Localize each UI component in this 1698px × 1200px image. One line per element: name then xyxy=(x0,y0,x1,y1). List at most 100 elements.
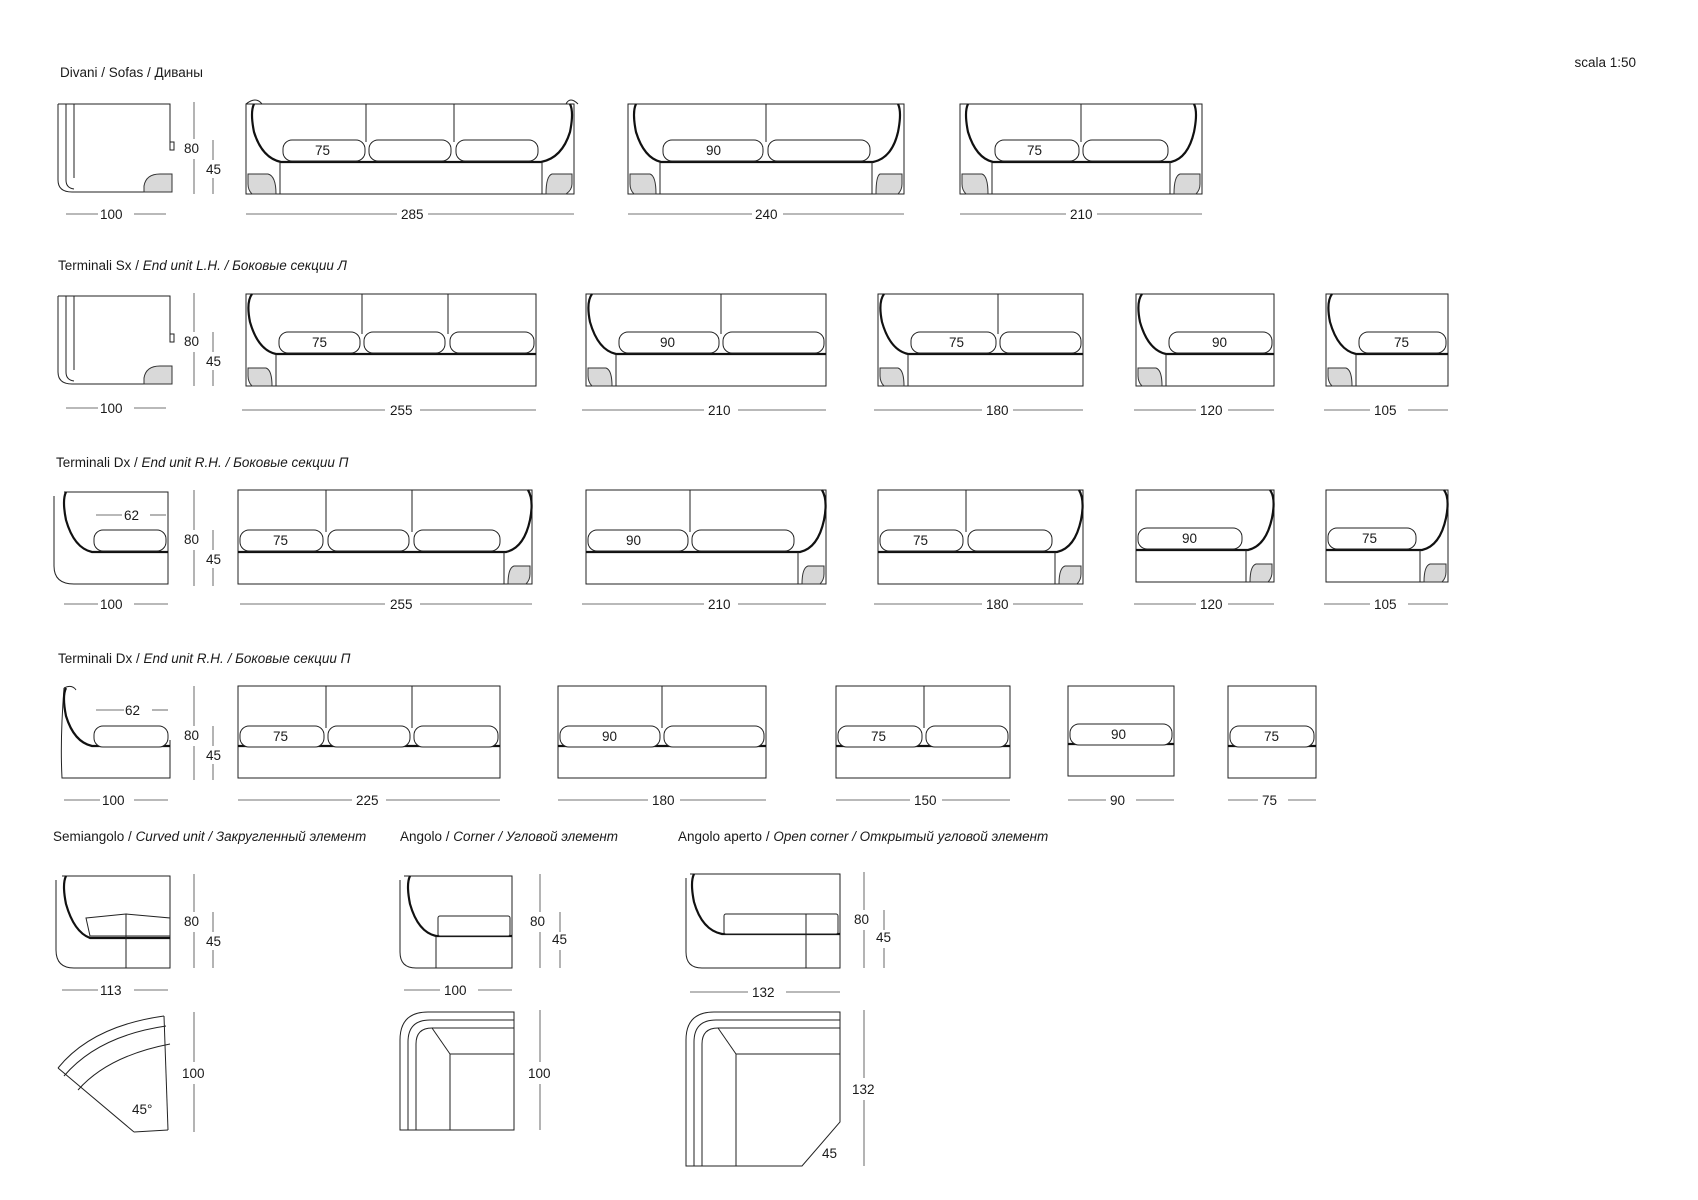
end-rh-180: 75 180 xyxy=(874,489,1084,612)
central-150: 75 150 xyxy=(835,685,1011,808)
dim-angle: 45° xyxy=(132,1102,152,1117)
cushion-label: 75 xyxy=(1264,729,1279,744)
dim-height: 80 xyxy=(184,728,199,743)
curved-unit-plan: 45° 100 xyxy=(57,1012,205,1133)
dim-width: 225 xyxy=(356,793,379,808)
dim-width: 150 xyxy=(914,793,937,808)
cushion-label: 90 xyxy=(1212,335,1227,350)
section-title-part: Divani / Sofas / xyxy=(60,65,155,80)
side-view-sofa: 100 80 45 xyxy=(57,102,221,222)
cushion-label: 75 xyxy=(871,729,886,744)
scale-label: scala 1:50 xyxy=(1574,55,1636,70)
dim-seat: 45 xyxy=(206,934,221,949)
central-90: 90 90 xyxy=(1067,685,1175,808)
dim-width: 105 xyxy=(1374,403,1397,418)
cushion-label: 75 xyxy=(312,335,327,350)
end-lh-105: 75 105 xyxy=(1324,293,1449,418)
side-view-end-lh: 100 80 45 xyxy=(57,293,221,416)
dim-depth: 100 xyxy=(100,401,123,416)
dim-depth: 100 xyxy=(100,597,123,612)
section-title-part: Open corner xyxy=(773,829,849,844)
section-title-corner: Angolo / Corner / Угловой элемент xyxy=(400,830,618,844)
dim-height: 80 xyxy=(184,532,199,547)
section-title-part: Terminali Dx / xyxy=(56,455,142,470)
end-rh-210: 90 210 xyxy=(582,489,827,612)
section-title-part: Terminali Sx / xyxy=(58,258,143,273)
section-title-part: Corner xyxy=(453,829,495,844)
section-title-part: Semiangolo / xyxy=(53,829,136,844)
end-lh-210: 90 210 xyxy=(582,293,827,418)
curved-unit-front: 113 80 45 xyxy=(55,874,221,998)
end-lh-180: 75 180 xyxy=(874,293,1084,418)
section-title-end-rh-2: Terminali Dx / End unit R.H. / Боковые с… xyxy=(58,652,350,666)
cushion-label: 75 xyxy=(1027,143,1042,158)
section-title-part: / Боковые секции П xyxy=(223,651,351,666)
dim-height: 80 xyxy=(184,141,199,156)
dim-width: 285 xyxy=(401,207,424,222)
dim-seat: 45 xyxy=(876,930,891,945)
section-title-part: Terminali Dx / xyxy=(58,651,144,666)
section-title-part: / Боковые секции П xyxy=(221,455,349,470)
dim-width: 105 xyxy=(1374,597,1397,612)
cushion-label: 75 xyxy=(913,533,928,548)
dim-seat: 45 xyxy=(206,162,221,177)
section-title-part: Angolo / xyxy=(400,829,454,844)
dim-seat: 45 xyxy=(206,748,221,763)
section-title-curved: Semiangolo / Curved unit / Закругленный … xyxy=(53,830,366,844)
section-title-part: Диваны xyxy=(154,65,203,80)
cushion-label: 75 xyxy=(273,533,288,548)
open-corner-front: 132 80 45 xyxy=(685,872,891,1000)
dim-width: 210 xyxy=(708,597,731,612)
cushion-label: 90 xyxy=(626,533,641,548)
cushion-label: 75 xyxy=(315,143,330,158)
side-view-end-rh: 62 100 80 45 xyxy=(53,490,221,612)
dim-height: 80 xyxy=(184,334,199,349)
cushion-label: 75 xyxy=(273,729,288,744)
cushion-label: 75 xyxy=(1362,531,1377,546)
dim-depth: 100 xyxy=(100,207,123,222)
cushion-label: 75 xyxy=(1394,335,1409,350)
section-title-part: / Боковые секции Л xyxy=(220,258,347,273)
end-rh-105: 75 105 xyxy=(1324,489,1449,612)
dim-height: 80 xyxy=(530,914,545,929)
dim-width: 100 xyxy=(444,983,467,998)
dim-width: 255 xyxy=(390,597,413,612)
section-title-part: / Открытый угловой элемент xyxy=(848,829,1049,844)
central-180: 90 180 xyxy=(557,685,767,808)
section-title-part: End unit L.H. xyxy=(142,258,221,273)
end-rh-255: 75 255 xyxy=(237,489,533,612)
end-lh-255: 75 255 xyxy=(242,293,537,418)
dim-plan-depth: 100 xyxy=(182,1066,205,1081)
section-title-part: Angolo aperto / xyxy=(678,829,774,844)
section-title-part: / Угловой элемент xyxy=(494,829,619,844)
dim-height: 80 xyxy=(184,914,199,929)
section-title-end-lh: Terminali Sx / End unit L.H. / Боковые с… xyxy=(58,259,347,273)
cushion-label: 75 xyxy=(949,335,964,350)
dim-width: 120 xyxy=(1200,403,1223,418)
dim-width: 255 xyxy=(390,403,413,418)
corner-plan: 100 xyxy=(399,1010,551,1131)
section-title-part: End unit R.H. xyxy=(143,651,224,666)
dim-seat-depth: 62 xyxy=(124,508,139,523)
central-225: 75 225 xyxy=(237,685,501,808)
side-view-central: 62 100 80 45 xyxy=(60,685,221,808)
dim-width: 210 xyxy=(708,403,731,418)
dim-width: 180 xyxy=(986,403,1009,418)
dim-seat-depth: 62 xyxy=(125,703,140,718)
section-title-open-corner: Angolo aperto / Open corner / Открытый у… xyxy=(678,830,1048,844)
section-title-part: End unit R.H. xyxy=(141,455,222,470)
section-title-part: / Закругленный элемент xyxy=(204,829,367,844)
section-title-sofas: Divani / Sofas / Диваны xyxy=(60,66,203,80)
dim-seat: 45 xyxy=(206,552,221,567)
corner-front: 100 80 45 xyxy=(399,874,567,998)
central-75: 75 75 xyxy=(1227,685,1317,808)
dim-seat: 45 xyxy=(206,354,221,369)
dim-width: 90 xyxy=(1110,793,1125,808)
cushion-label: 90 xyxy=(602,729,617,744)
dim-seat: 45 xyxy=(552,932,567,947)
sofa-240: 90 240 xyxy=(627,103,905,222)
dim-width: 113 xyxy=(100,983,122,998)
cushion-label: 90 xyxy=(706,143,721,158)
